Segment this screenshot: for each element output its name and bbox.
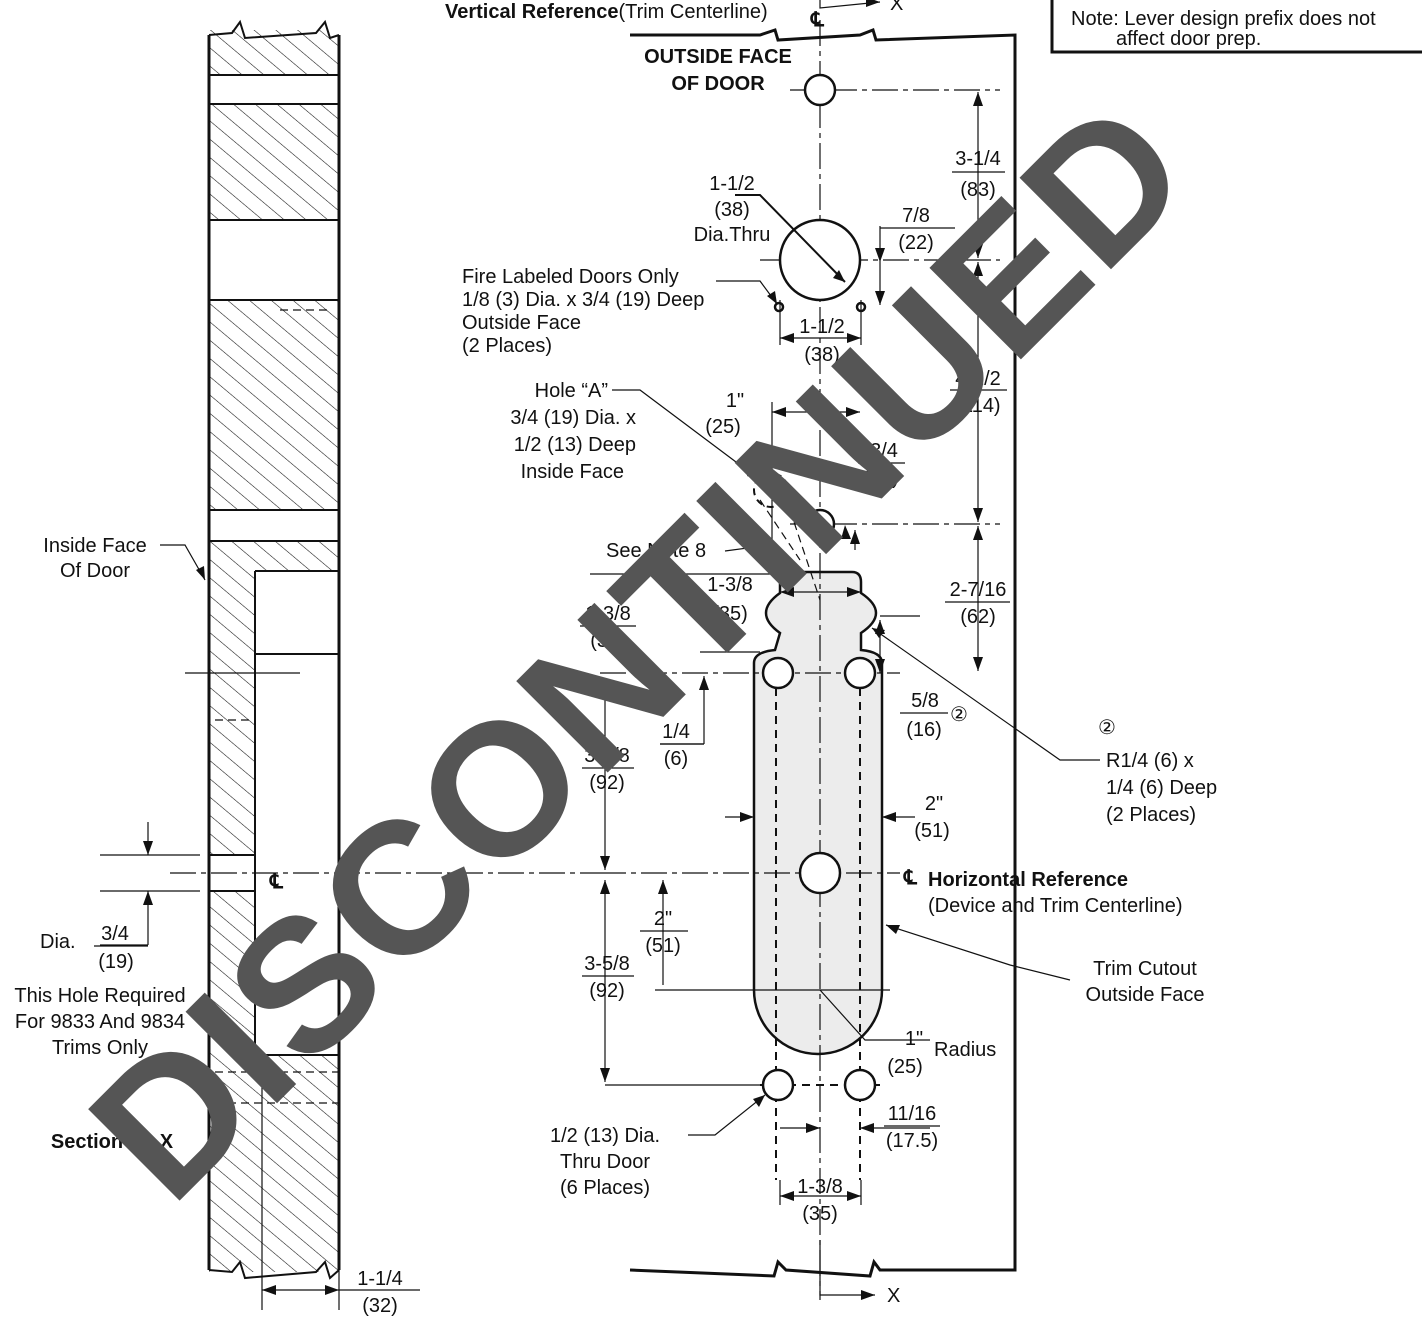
dim-5-8: 5/8 — [911, 690, 939, 712]
dim-2in-left: 2" — [654, 908, 672, 930]
hole-a-callout: Hole “A” — [535, 380, 608, 402]
svg-text:(32): (32) — [362, 1295, 398, 1317]
cl-symbol-section: ℄ — [269, 871, 284, 893]
dim-1-1-2-dia: 1-1/2 — [709, 173, 755, 195]
svg-text:Of Door: Of Door — [60, 560, 130, 582]
svg-text:(2 Places): (2 Places) — [1106, 804, 1196, 826]
svg-text:(22): (22) — [898, 232, 934, 254]
half-dia-callout: 1/2 (13) Dia. — [550, 1125, 660, 1147]
x-mark-top: X — [890, 0, 903, 15]
note-box: Note: Lever design prefix does not affec… — [1050, 0, 1422, 54]
fire-labeled-callout: Fire Labeled Doors Only — [462, 266, 679, 288]
door-elevation — [600, 20, 1017, 1300]
dim-11-16: 11/16 — [888, 1103, 937, 1125]
svg-text:Inside Face: Inside Face — [521, 461, 624, 483]
dim-7-8: 7/8 — [902, 205, 930, 227]
see-note-8: See Note 8 — [606, 540, 706, 562]
vertical-reference-title: Vertical Reference(Trim Centerline) — [445, 1, 768, 23]
dim-1-1-4: 1-1/4 — [357, 1268, 403, 1290]
svg-text:(92): (92) — [589, 772, 625, 794]
dim-1in-radius: 1" — [905, 1028, 923, 1050]
svg-text:(25): (25) — [705, 416, 741, 438]
svg-text:3/4: 3/4 — [101, 923, 129, 945]
dim-3-4: 3/4 — [870, 440, 898, 462]
svg-text:1/2 (13) Deep: 1/2 (13) Deep — [514, 434, 636, 456]
svg-text:(38): (38) — [804, 344, 840, 366]
svg-text:OF DOOR: OF DOOR — [671, 73, 765, 95]
svg-text:(92): (92) — [589, 980, 625, 1002]
svg-text:(83): (83) — [960, 179, 996, 201]
dim-3-1-4: 3-1/4 — [955, 148, 1001, 170]
svg-text:Outside Face: Outside Face — [1086, 984, 1205, 1006]
svg-text:(19): (19) — [98, 951, 134, 973]
svg-text:(Device and Trim Centerline): (Device and Trim Centerline) — [928, 895, 1183, 917]
svg-text:(51): (51) — [645, 935, 681, 957]
svg-text:(17.5): (17.5) — [886, 1130, 938, 1152]
svg-text:(35): (35) — [590, 630, 626, 652]
dim-2-7-16: 2-7/16 — [950, 579, 1007, 601]
svg-text:(6): (6) — [664, 748, 688, 770]
this-hole-callout: This Hole Required — [14, 985, 185, 1007]
radius-callout: R1/4 (6) x — [1106, 750, 1194, 772]
dim-1-1-2: 1-1/2 — [799, 316, 845, 338]
callout-mark-3: ② — [1098, 717, 1116, 739]
svg-text:Trims Only: Trims Only — [52, 1037, 148, 1059]
cl-symbol-top: ℄ — [810, 9, 825, 31]
dim-3-5-8-upper: 3-5/8 — [584, 745, 630, 767]
dim-4-1-2: 4-1/2 — [955, 368, 1001, 390]
svg-text:3/4 (19) Dia. x: 3/4 (19) Dia. x — [510, 407, 636, 429]
svg-text:Radius: Radius — [934, 1039, 996, 1061]
dimension-lines — [100, 0, 1100, 1310]
x-mark-bottom: X — [887, 1285, 900, 1307]
svg-text:(19): (19) — [863, 467, 899, 489]
callout-mark-1: ② — [677, 580, 695, 602]
cl-symbol-horizontal: ℄ — [903, 867, 918, 889]
svg-text:1/4 (6) Deep: 1/4 (6) Deep — [1106, 777, 1217, 799]
svg-text:affect door prep.: affect door prep. — [1116, 28, 1261, 50]
svg-text:Outside Face: Outside Face — [462, 312, 581, 334]
svg-text:Dia.Thru: Dia.Thru — [694, 224, 771, 246]
svg-text:(51): (51) — [914, 820, 950, 842]
svg-text:(35): (35) — [712, 603, 748, 625]
dim-dia-3-4: Dia. — [40, 931, 76, 953]
svg-text:(35): (35) — [802, 1203, 838, 1225]
trim-cutout-callout: Trim Cutout — [1093, 958, 1197, 980]
section-title: Section X - X — [51, 1131, 174, 1153]
dim-1in: 1" — [726, 390, 744, 412]
dim-1-3-8-left: 1-3/8 — [585, 603, 631, 625]
svg-text:(6 Places): (6 Places) — [560, 1177, 650, 1199]
horizontal-reference-label: Horizontal Reference — [928, 869, 1128, 891]
dim-1-3-8-top: 1-3/8 — [707, 574, 753, 596]
callout-mark-2: ② — [950, 704, 968, 726]
svg-text:(2 Places): (2 Places) — [462, 335, 552, 357]
svg-text:Note: Lever design prefix doe: Note: Lever design prefix does not — [1071, 8, 1376, 30]
svg-text:For 9833 And 9834: For 9833 And 9834 — [15, 1011, 185, 1033]
dim-2in-right: 2" — [925, 793, 943, 815]
dim-1-4: 1/4 — [662, 721, 690, 743]
outside-face-label: OUTSIDE FACE — [644, 46, 792, 68]
svg-text:(16): (16) — [906, 719, 942, 741]
labels: Vertical Reference(Trim Centerline) ℄ X … — [14, 0, 1422, 1317]
svg-text:(38): (38) — [714, 199, 750, 221]
svg-text:1/8 (3) Dia. x 3/4 (19) Deep: 1/8 (3) Dia. x 3/4 (19) Deep — [462, 289, 704, 311]
dim-1-3-8-bottom: 1-3/8 — [797, 1176, 843, 1198]
trim-cutout-outline — [752, 570, 884, 1056]
svg-text:(25): (25) — [887, 1056, 923, 1078]
svg-text:Thru Door: Thru Door — [560, 1151, 650, 1173]
inside-face-callout: Inside Face — [43, 535, 146, 557]
section-view — [170, 19, 600, 1280]
svg-text:(62): (62) — [960, 606, 996, 628]
dim-3-5-8-lower: 3-5/8 — [584, 953, 630, 975]
svg-text:(114): (114) — [955, 395, 1000, 417]
